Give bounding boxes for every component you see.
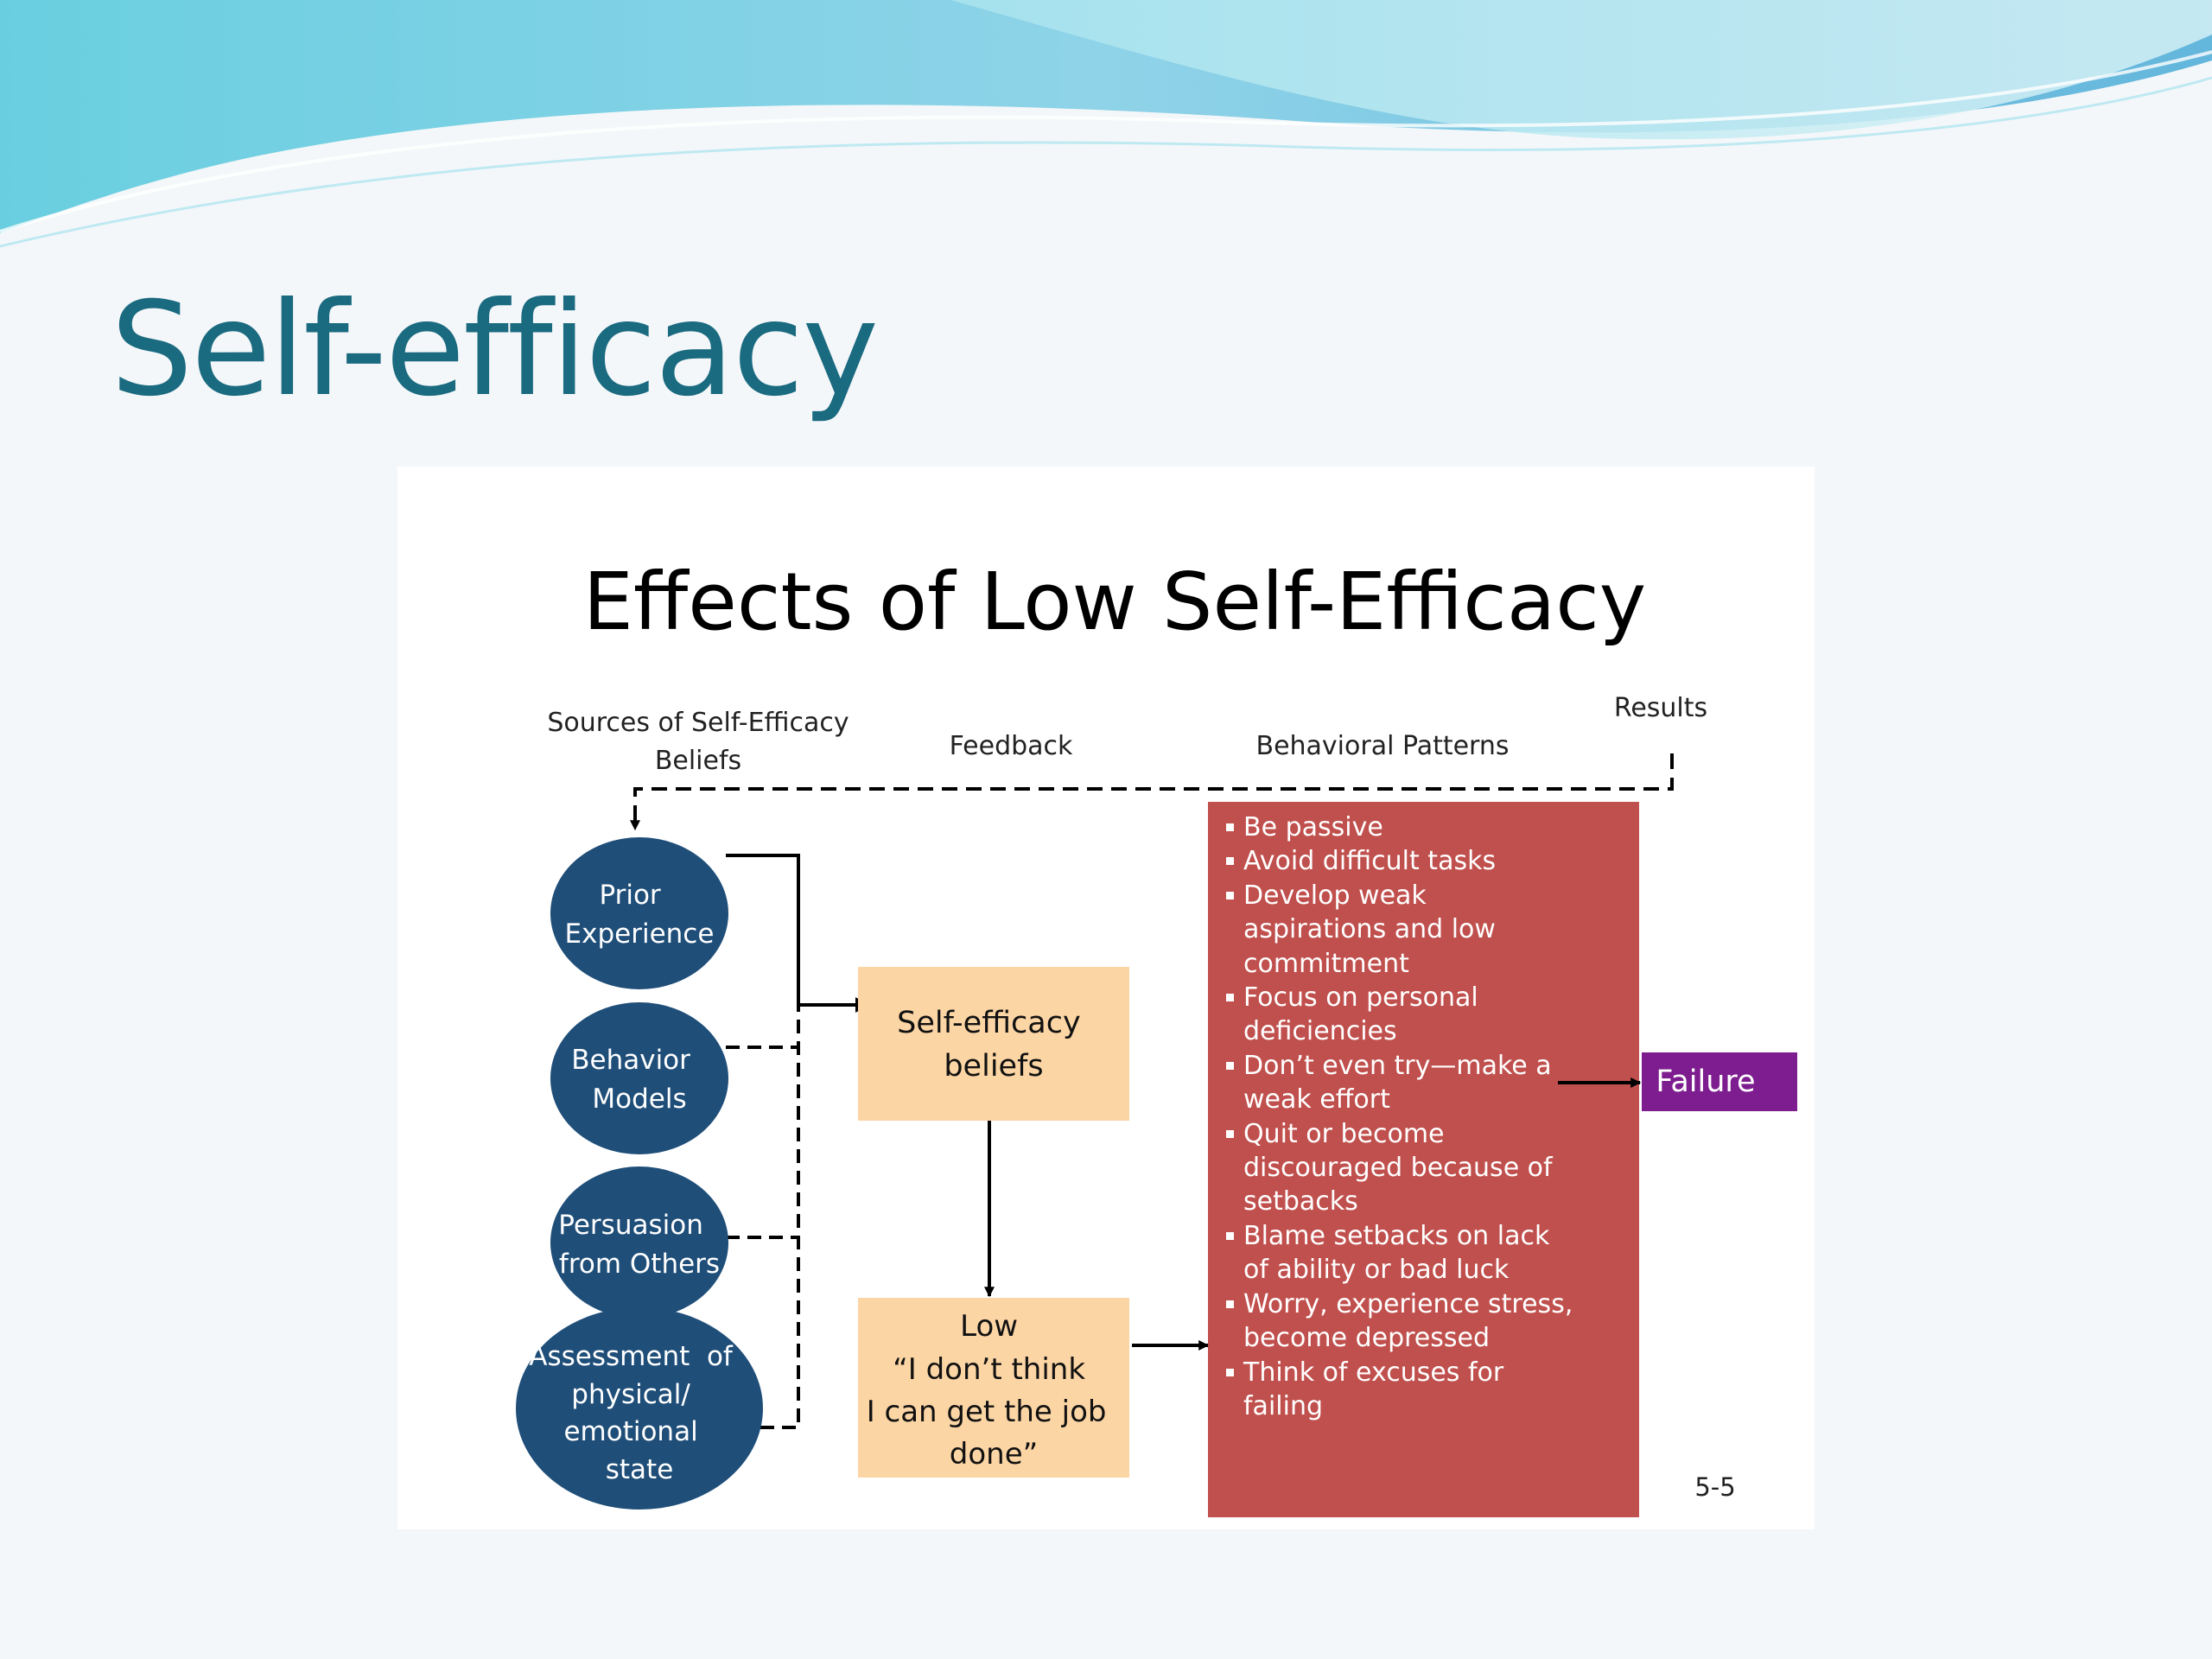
slide-title: Self-efficacy: [111, 275, 879, 425]
feedback-loop-dashed-line: [630, 753, 1674, 831]
label-results: Results: [1614, 693, 1707, 723]
source-behavior-models: Behavior Models: [550, 1002, 728, 1154]
svg-text:Self-efficacy beliefs: Self-efficacy beliefs: [897, 1006, 1090, 1084]
label-behavioral-patterns: Behavioral Patterns: [1255, 731, 1509, 761]
self-efficacy-beliefs-box: Self-efficacy beliefs: [858, 967, 1129, 1121]
behavior-item: Develop weak aspirations and low commitm…: [1214, 879, 1577, 981]
connector-prior-experience: [726, 854, 800, 1005]
result-failure-label: Failure: [1656, 1065, 1755, 1099]
page-number: 5-5: [1694, 1472, 1735, 1502]
behavior-item: Worry, experience stress, become depress…: [1214, 1287, 1577, 1356]
svg-text:Persuasion from Others: Persuasion from Others: [558, 1210, 720, 1280]
svg-text:Behavior Models: Behavior Models: [571, 1045, 699, 1115]
behavior-item: Think of excuses for failing: [1214, 1356, 1577, 1424]
connector-assessment: [760, 1005, 800, 1429]
behavior-item: Blame setbacks on lack of ability or bad…: [1214, 1219, 1577, 1287]
label-sources-line1: Sources of Self-Efficacy: [547, 708, 849, 738]
behavior-item: Avoid difficult tasks: [1214, 844, 1577, 878]
behavior-item: Don’t even try—make a weak effort: [1214, 1049, 1577, 1117]
behavioral-patterns-list: Be passive Avoid difficult tasks Develop…: [1214, 810, 1577, 1528]
source-prior-experience: Prior Experience: [550, 837, 728, 989]
label-sources-line2: Beliefs: [655, 746, 741, 776]
behavior-item: Quit or become discouraged because of se…: [1214, 1117, 1577, 1219]
svg-text:Prior Experience: Prior Experience: [565, 880, 715, 950]
result-failure-box: Failure: [1642, 1052, 1797, 1111]
svg-text:Assessment of physical/: Assessment of physical/ emotional state: [529, 1341, 741, 1485]
header-wave-decoration: [0, 0, 2212, 248]
figure-title: Effects of Low Self-Efficacy: [583, 556, 1646, 648]
label-feedback: Feedback: [950, 731, 1073, 761]
behavior-item: Be passive: [1214, 810, 1577, 844]
behavior-item: Focus on personal deficiencies: [1214, 981, 1577, 1049]
source-persuasion-from-others: Persuasion from Others: [550, 1166, 728, 1319]
behavioral-patterns-box: [1208, 802, 1639, 1517]
low-efficacy-box: Low “I don’t think I can get the job don…: [858, 1298, 1129, 1478]
source-assessment-state: Assessment of physical/ emotional state: [516, 1307, 763, 1510]
svg-text:Low “I don’t think: Low “I don’t think I can get the job don…: [867, 1309, 1116, 1471]
